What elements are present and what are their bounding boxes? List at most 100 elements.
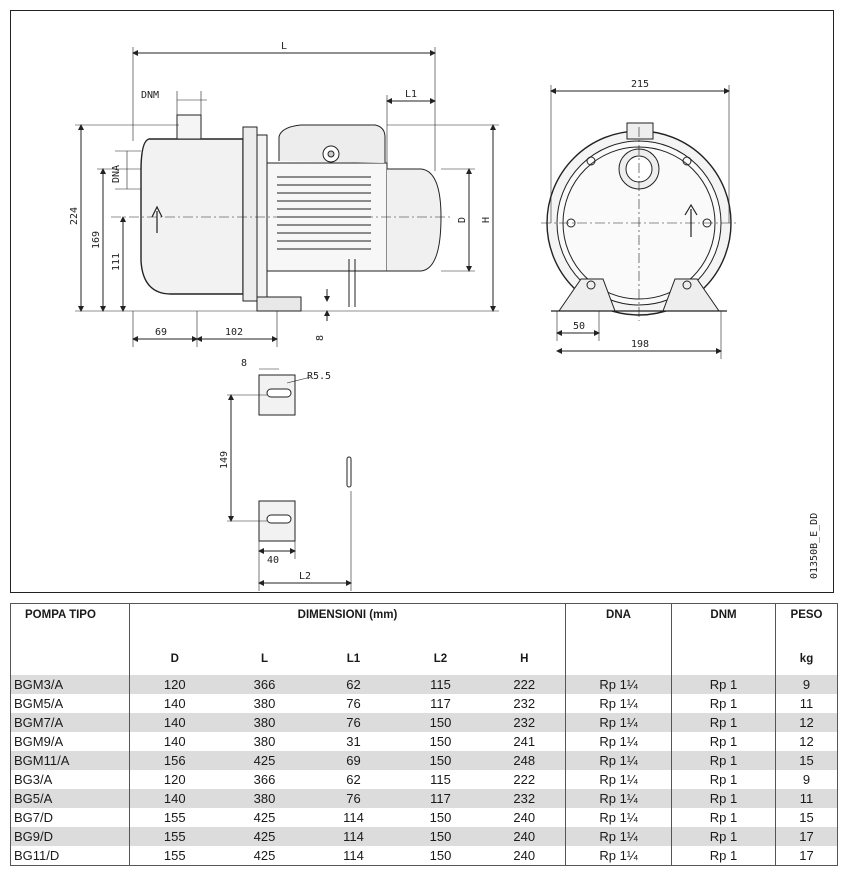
cell-DNM: Rp 1 [671,846,776,866]
dim-149: 149 [219,451,230,469]
cell-DNM: Rp 1 [671,808,776,827]
cell-model: BGM7/A [10,713,130,732]
cell-D: 155 [129,827,220,846]
cell-DNA: Rp 1¼ [565,713,672,732]
cell-DNM: Rp 1 [671,732,776,751]
pump-spec-table: POMPA TIPO DIMENSIONI (mm) DNA DNM PESO … [10,603,839,866]
dim-224: 224 [69,207,80,225]
cell-DNA: Rp 1¼ [565,770,672,789]
cell-model: BGM5/A [14,696,64,711]
cell-L: 425 [219,827,310,846]
dim-L: L [281,41,287,52]
cell-L2: 115 [430,772,451,787]
dim-198: 198 [631,339,649,350]
header-model: POMPA TIPO [25,609,96,621]
pump-side-view [140,114,442,312]
cell-L: 425 [253,848,276,863]
pump-drawing-svg: L DNM L1 DNA 224 169 111 D H 69 102 8 21… [69,41,820,591]
cell-DNA: Rp 1¼ [565,827,672,846]
cell-L1: 76 [346,696,361,711]
header-dnm-blank [671,652,776,675]
cell-L2: 150 [429,810,452,825]
cell-D: 155 [129,846,220,866]
cell-L: 425 [253,810,276,825]
cell-D: 140 [129,789,220,808]
cell-L1: 69 [309,751,398,770]
cell-L2: 117 [397,789,484,808]
cell-L1: 62 [309,675,398,694]
header-H: H [520,653,529,665]
cell-H: 241 [513,734,536,749]
cell-DNA: Rp 1¼ [565,751,672,770]
cell-H: 232 [483,713,566,732]
dim-L1: L1 [405,89,417,100]
cell-D: 156 [129,751,220,770]
cell-model: BG9/D [10,827,130,846]
cell-weight: 12 [775,732,838,751]
header-dna: DNA [565,603,672,652]
cell-L1: 114 [343,848,364,863]
cell-DNM: Rp 1 [671,789,776,808]
cell-D: 140 [129,713,220,732]
header-dnm: DNM [671,603,776,652]
cell-L: 366 [253,772,276,787]
pump-spec-table-container: POMPA TIPO DIMENSIONI (mm) DNA DNM PESO … [10,603,839,866]
cell-model: BG11/D [14,848,60,863]
header-D: D [129,652,220,675]
dim-215: 215 [631,79,649,90]
cell-weight: 15 [775,751,838,770]
dim-DNA: DNA [111,165,122,183]
technical-drawing: L DNM L1 DNA 224 169 111 D H 69 102 8 21… [10,10,834,593]
cell-L: 380 [219,713,310,732]
cell-H: 232 [483,789,566,808]
header-L1: L1 [346,653,361,665]
cell-model: BGM3/A [10,675,130,694]
cell-L: 380 [219,789,310,808]
foot-slot-detail [258,374,352,542]
dim-R5-5: R5.5 [307,371,331,382]
header-dimensions: DIMENSIONI (mm) [128,603,566,652]
cell-D: 140 [129,732,220,751]
cell-model: BG5/A [10,789,130,808]
dim-DNM: DNM [141,90,159,101]
cell-model: BGM11/A [10,751,130,770]
cell-H: 222 [483,675,566,694]
cell-D: 120 [129,770,220,789]
cell-L1: 114 [343,810,364,825]
dim-D: D [457,217,468,223]
cell-H: 248 [483,751,566,770]
cell-DNM: Rp 1 [671,713,776,732]
cell-L1: 31 [346,734,361,749]
cell-L: 425 [219,751,310,770]
cell-L2: 150 [397,827,484,846]
cell-DNA: Rp 1¼ [565,732,672,751]
cell-DNA: Rp 1¼ [565,675,672,694]
dim-40: 40 [267,555,279,566]
cell-H: 240 [513,848,536,863]
header-dna-blank [565,652,672,675]
cell-weight: 9 [775,675,838,694]
cell-weight: 9 [775,770,838,789]
cell-L1: 114 [309,827,398,846]
dim-slot-8: 8 [241,358,247,369]
cell-weight: 11 [775,789,838,808]
header-unit-kg: kg [775,652,838,675]
cell-DNA: Rp 1¼ [565,694,672,713]
cell-L2: 150 [397,713,484,732]
dim-8-vertical: 8 [315,335,326,341]
dim-L2: L2 [299,571,311,582]
cell-L2: 115 [397,675,484,694]
cell-H: 240 [483,827,566,846]
cell-L: 380 [253,696,276,711]
cell-D: 155 [129,808,220,827]
cell-weight: 17 [775,846,838,866]
cell-DNA: Rp 1¼ [565,846,672,866]
cell-L2: 150 [397,751,484,770]
